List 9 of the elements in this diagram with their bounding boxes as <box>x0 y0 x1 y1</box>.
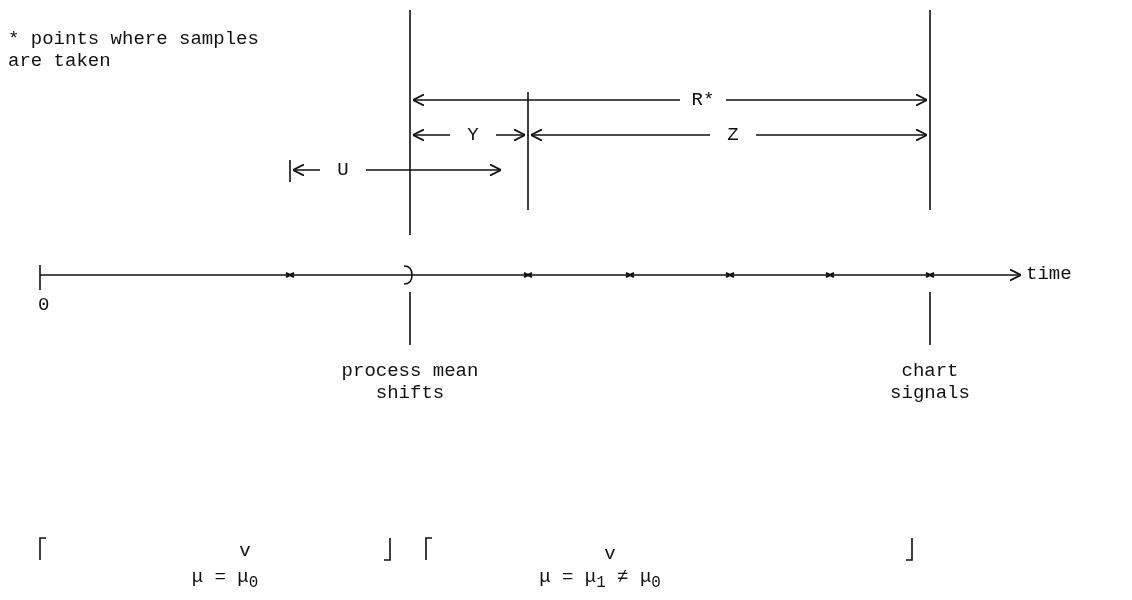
range-mark: v <box>603 543 617 565</box>
legend-note: * points where samples are taken <box>8 28 260 72</box>
event-label: process mean shifts <box>340 360 480 404</box>
range-label: μ = μ$_{1}$ ≠ μ$_{0}$ <box>538 566 662 594</box>
event-label: chart signals <box>889 360 971 404</box>
range-mark: v <box>238 540 252 562</box>
axis-origin-label: 0 <box>38 294 50 316</box>
range-label: μ = μ$_{0}$ <box>190 566 260 594</box>
axis-label: time <box>1026 263 1072 285</box>
